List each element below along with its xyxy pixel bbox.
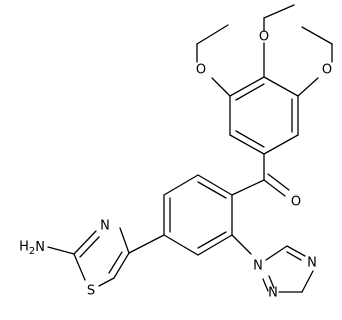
thiazole-sulfur: S: [87, 284, 95, 299]
bond: [211, 77, 231, 97]
bond: [73, 253, 86, 281]
bond: [119, 227, 130, 254]
bond: [229, 76, 265, 97]
bond: [286, 251, 302, 261]
bond: [263, 179, 286, 197]
bond: [286, 245, 306, 257]
triazole-n2: N: [307, 256, 317, 271]
triazole-n1: N: [253, 259, 263, 274]
bond: [297, 77, 319, 97]
amine-label: H2N: [19, 240, 45, 257]
bond: [197, 181, 227, 199]
atom-labels: O O O O N N N N S H2N: [19, 30, 332, 301]
bond: [79, 236, 100, 258]
bond: [231, 179, 265, 196]
carbonyl-group: [231, 153, 290, 197]
bond: [229, 134, 265, 155]
carbonyl-oxygen: O: [291, 195, 301, 210]
thiazole-ring: [47, 227, 130, 287]
bond: [267, 173, 290, 191]
bond: [108, 251, 123, 274]
bond: [301, 270, 314, 293]
bond: [231, 234, 252, 255]
methoxy-groups: [196, 4, 333, 97]
trimethoxyphenyl-ring: [229, 76, 299, 155]
methoxy-left-oxygen: O: [196, 63, 206, 78]
bond: [197, 234, 233, 256]
bond: [197, 174, 233, 196]
methoxy-right-oxygen: O: [322, 63, 332, 78]
bond: [263, 134, 299, 155]
thiazole-nitrogen: N: [100, 219, 110, 234]
bond: [197, 231, 227, 249]
bond: [196, 24, 229, 45]
bond: [128, 234, 165, 254]
bond: [263, 76, 299, 97]
methoxy-top-oxygen: O: [259, 30, 269, 45]
bond: [163, 234, 199, 256]
bond: [98, 277, 115, 287]
bond: [113, 252, 130, 279]
bond: [265, 245, 288, 261]
bond: [235, 83, 265, 101]
central-phenyl-ring: [163, 174, 233, 256]
bond: [262, 278, 269, 292]
bond: [268, 275, 275, 289]
bond: [73, 230, 97, 255]
bond: [301, 26, 333, 45]
triazole-n4: N: [268, 286, 278, 301]
bond: [47, 246, 75, 255]
bond: [235, 130, 265, 148]
bond: [163, 174, 199, 196]
bond: [263, 4, 295, 19]
triazole-ring: [262, 245, 314, 293]
